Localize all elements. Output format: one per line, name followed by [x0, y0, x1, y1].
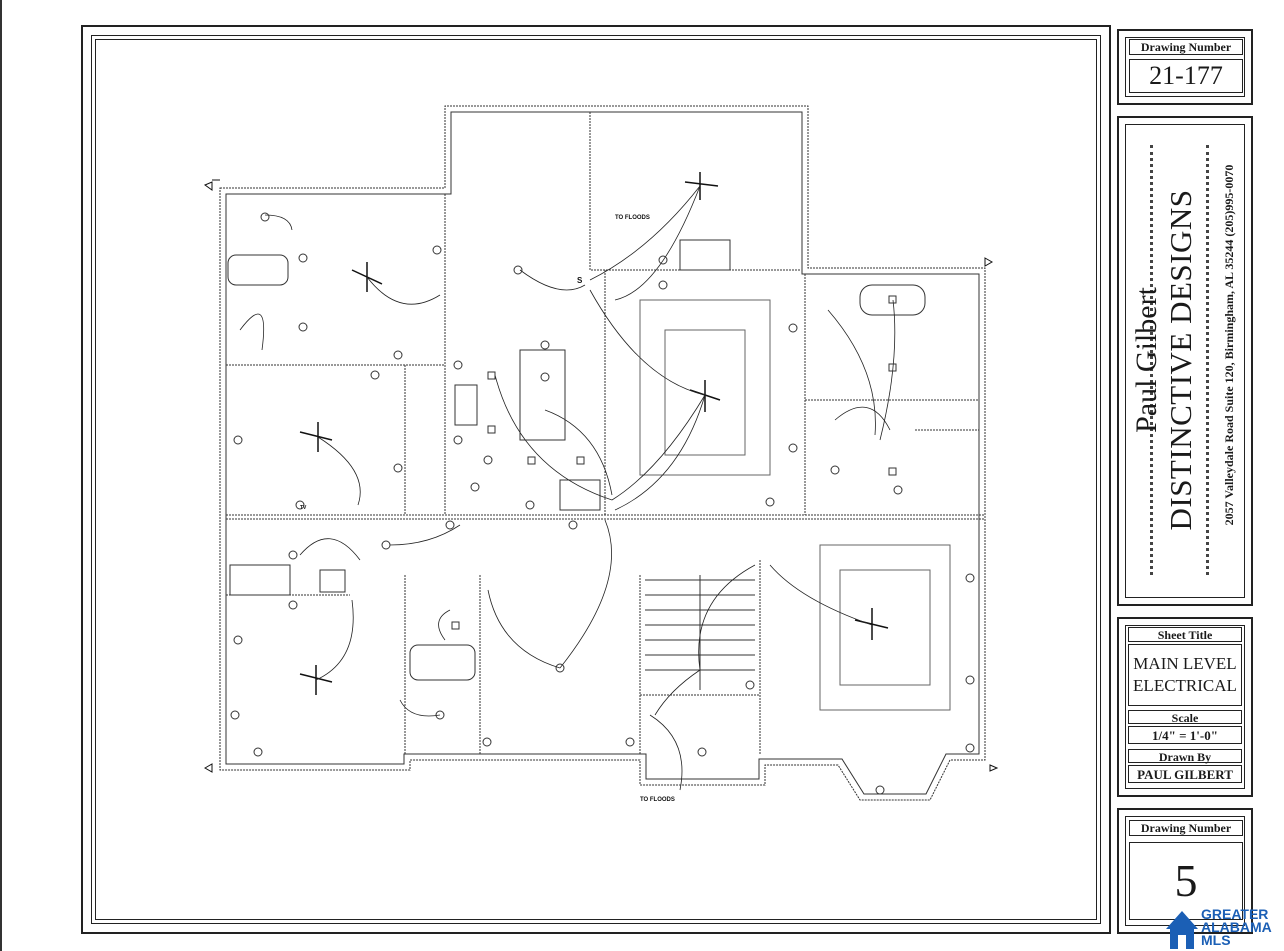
firm-rule-left — [1150, 145, 1157, 575]
fixtures — [227, 239, 926, 681]
interior-walls — [226, 112, 985, 754]
mls-line3: MLS — [1201, 932, 1231, 948]
drawing-border-inner — [91, 35, 1101, 924]
firm-box-inner — [1125, 124, 1245, 598]
drawing-number-top-label: Drawing Number — [1129, 39, 1243, 55]
drawing-border-outer — [81, 25, 1111, 934]
floods-note-upper: TO FLOODS — [615, 215, 650, 221]
scale-label: Scale — [1128, 710, 1242, 725]
plan-labels: TO FLOODS TO FLOODS TV S — [300, 215, 675, 803]
firm-rule-right — [1206, 145, 1213, 575]
sheet-info-inner — [1125, 625, 1245, 789]
wiring — [239, 185, 896, 791]
drawn-by-label: Drawn By — [1128, 749, 1242, 764]
sheet-title-value: MAIN LEVEL ELECTRICAL — [1128, 644, 1242, 706]
sheet-title-label: Sheet Title — [1128, 627, 1242, 642]
mls-line1: GREATER — [1201, 906, 1269, 922]
drawing-number-bottom-label: Drawing Number — [1129, 820, 1243, 836]
drawing-border-inner2 — [95, 39, 1097, 920]
drawing-number-top-box: Drawing Number 21-177 — [1117, 29, 1253, 105]
firm-company: DISTINCTIVE DESIGNS — [1163, 189, 1198, 531]
switch-label: S — [577, 276, 583, 285]
drawing-number-bottom-box: Drawing Number 5 — [1117, 808, 1253, 934]
sheet-title-line1: MAIN LEVEL — [1133, 654, 1237, 673]
floods-note-lower: TO FLOODS — [640, 797, 675, 803]
floor-plan: TO FLOODS TO FLOODS TV S — [203, 105, 999, 803]
mls-watermark-text: GREATER ALABAMA MLS — [1201, 906, 1283, 948]
drawing-number-top-inner — [1125, 37, 1245, 97]
stair-treads — [645, 575, 755, 690]
page-edge-rule — [0, 0, 2, 951]
sheet-info-box — [1117, 617, 1253, 797]
sheet-title-line2: ELECTRICAL — [1133, 676, 1237, 695]
drawn-by-value: PAUL GILBERT — [1128, 765, 1242, 783]
firm-address: 2057 Valleydale Road Suite 120, Birmingh… — [1222, 164, 1236, 526]
mls-line2: ALABAMA — [1201, 919, 1272, 935]
firm-name: Paul Gilbert DISTINCTIVE DESIGNS — [1130, 130, 1198, 590]
drawing-number-top-value: 21-177 — [1129, 59, 1243, 93]
firm-person: Paul Gilbert — [1130, 287, 1163, 433]
scale-value: 1/4" = 1'-0" — [1128, 726, 1242, 744]
firm-box — [1117, 116, 1253, 606]
exterior-walls — [219, 105, 986, 801]
mls-house-icon — [1166, 911, 1198, 949]
outlets — [230, 212, 975, 795]
box-lights — [451, 295, 897, 630]
tv-label: TV — [300, 505, 307, 511]
flood-lights — [203, 179, 999, 773]
ceiling-trays — [639, 299, 951, 711]
